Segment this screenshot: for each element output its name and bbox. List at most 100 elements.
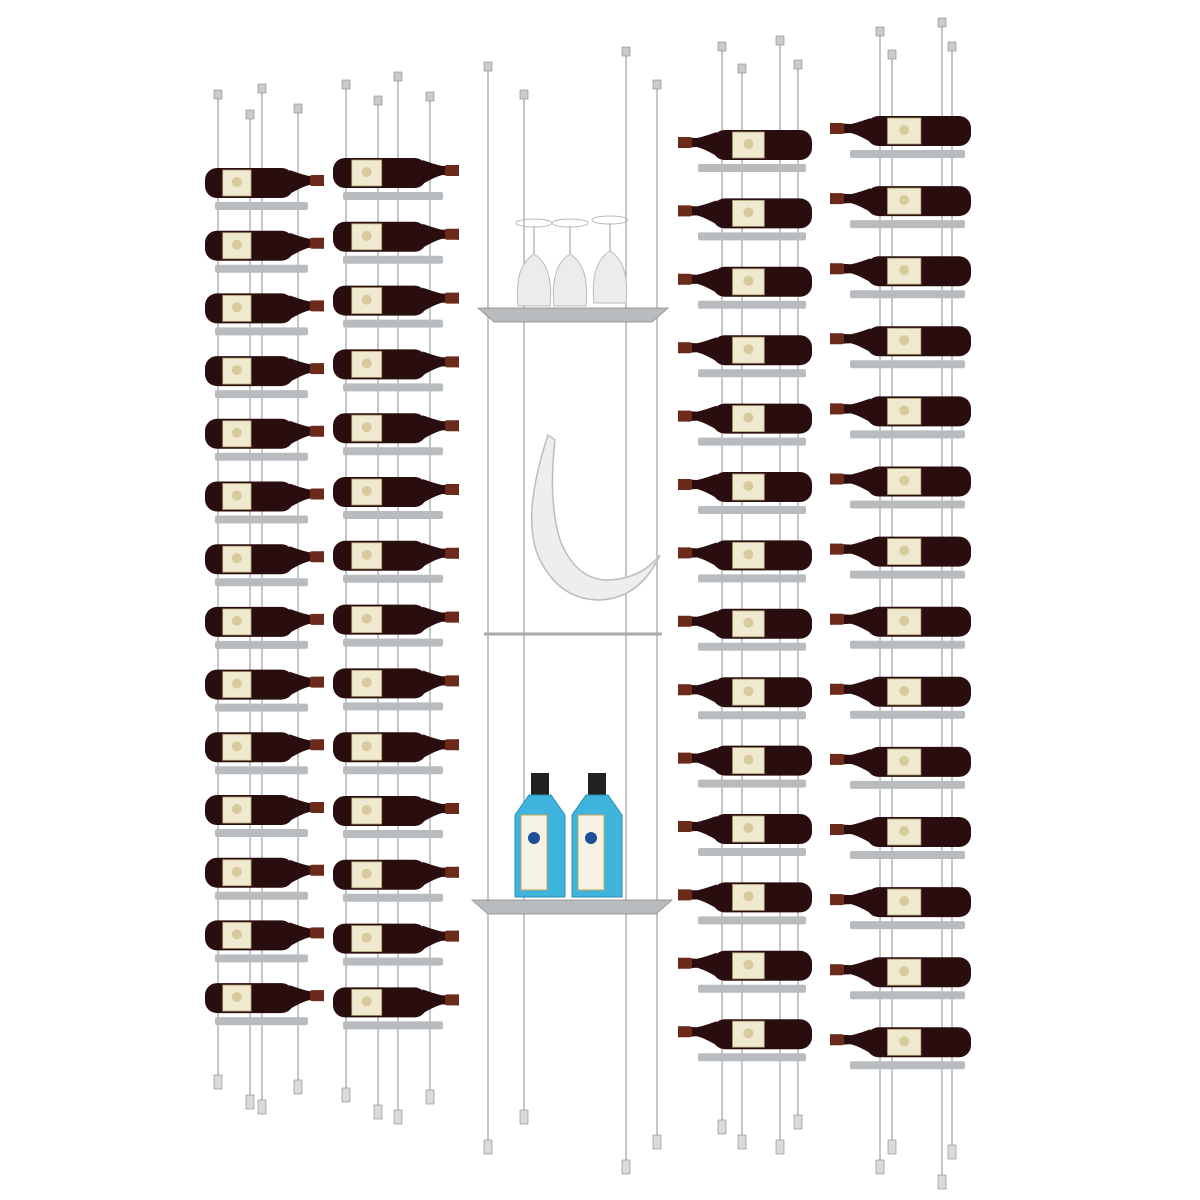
wine-bottle xyxy=(333,349,459,392)
shelf-plate xyxy=(850,430,965,439)
label-crest xyxy=(743,412,754,423)
wine-bottle xyxy=(830,466,971,509)
bottle-capsule xyxy=(445,739,459,751)
wine-bottle xyxy=(333,540,459,583)
bottle-label xyxy=(351,733,383,761)
wine-bottle xyxy=(205,230,324,273)
bottle-capsule xyxy=(830,543,844,555)
label-crest xyxy=(743,754,754,765)
wine-bottle xyxy=(333,413,459,456)
center-display xyxy=(470,215,674,915)
ceiling-cap xyxy=(875,26,885,37)
shelf-plate xyxy=(343,702,443,711)
ceiling-cap xyxy=(293,103,303,114)
ceiling-cap xyxy=(373,95,383,106)
label-crest xyxy=(361,613,372,624)
wine-bottle xyxy=(205,920,324,963)
label-crest xyxy=(231,177,242,187)
shelf-plate xyxy=(215,766,308,775)
wine-bottle xyxy=(333,221,459,264)
shelf-plate xyxy=(698,506,806,514)
floor-anchor xyxy=(621,1159,631,1175)
shelf-plate xyxy=(215,327,308,336)
bottle-capsule xyxy=(678,342,692,354)
floor-anchor xyxy=(519,1109,529,1125)
bottle-label xyxy=(351,542,383,570)
wine-bottle xyxy=(205,418,324,461)
shelf-plate xyxy=(850,290,965,299)
label-crest xyxy=(743,344,754,355)
bottle-capsule xyxy=(830,193,844,205)
wine-bottle xyxy=(205,606,324,649)
bottle-capsule xyxy=(310,990,324,1002)
label-crest xyxy=(231,302,242,313)
ceiling-cap xyxy=(793,59,803,70)
wine-bottle xyxy=(678,198,812,241)
label-crest xyxy=(361,868,372,879)
floor-anchor xyxy=(293,1079,303,1095)
label-crest xyxy=(743,207,754,218)
wine-bottle xyxy=(678,814,812,856)
shelf-plate xyxy=(698,711,806,720)
shelf-plate xyxy=(343,319,443,328)
glass-bowl xyxy=(516,253,552,307)
bottle-capsule xyxy=(310,864,324,876)
floor-anchor xyxy=(393,1109,403,1125)
floor-anchor xyxy=(483,1139,493,1155)
ceiling-cap xyxy=(393,71,403,82)
gin-cap xyxy=(588,773,606,795)
wine-bottle xyxy=(678,266,812,309)
bottle-capsule xyxy=(310,676,324,688)
bottle-capsule xyxy=(830,753,844,765)
shelf-plate xyxy=(215,703,308,712)
glass-foot xyxy=(551,218,589,228)
wine-bottle xyxy=(205,293,324,336)
shelf-plate xyxy=(698,574,806,583)
wine-bottle xyxy=(830,887,971,930)
shelf-plate xyxy=(343,447,443,456)
wine-bottle xyxy=(205,983,324,1026)
bottle-capsule xyxy=(830,333,844,345)
shelf-plate xyxy=(215,452,308,461)
bottle-capsule xyxy=(445,165,459,176)
bottle-capsule xyxy=(678,957,692,969)
label-crest xyxy=(899,545,910,556)
bottle-capsule xyxy=(445,292,459,304)
wine-column-2 xyxy=(333,158,459,1030)
shelf-plate xyxy=(343,255,443,264)
shelf-plate xyxy=(698,848,806,856)
floor-anchor xyxy=(937,1174,947,1190)
label-crest xyxy=(231,490,242,501)
wine-bottle xyxy=(678,130,812,172)
bottle-capsule xyxy=(678,205,692,217)
label-crest xyxy=(361,805,372,815)
shelf-plate xyxy=(850,500,965,509)
ceiling-cap xyxy=(425,91,435,102)
label-crest xyxy=(231,992,242,1003)
bottle-capsule xyxy=(310,237,324,249)
label-crest xyxy=(899,826,910,836)
bottle-capsule xyxy=(678,137,692,148)
label-crest xyxy=(743,275,754,286)
label-crest xyxy=(361,294,372,305)
bottle-capsule xyxy=(445,675,459,687)
floor-anchor xyxy=(947,1144,957,1160)
wine-bottle xyxy=(678,540,812,583)
label-crest xyxy=(231,678,242,689)
bottle-capsule xyxy=(310,927,324,939)
wine-bottle xyxy=(678,882,812,925)
gin-cap xyxy=(531,773,549,795)
shelf-plate xyxy=(215,829,308,837)
label-crest xyxy=(743,686,754,697)
wine-bottle xyxy=(678,677,812,720)
shelf-plate xyxy=(850,220,965,229)
wine-bottle xyxy=(830,957,971,1000)
bottle-capsule xyxy=(678,821,692,832)
label-crest xyxy=(899,405,910,416)
bottle-capsule xyxy=(830,1034,844,1046)
shelf-plate xyxy=(215,891,308,900)
bottle-capsule xyxy=(678,410,692,422)
wine-glass xyxy=(515,218,553,307)
label-crest xyxy=(743,1028,754,1039)
